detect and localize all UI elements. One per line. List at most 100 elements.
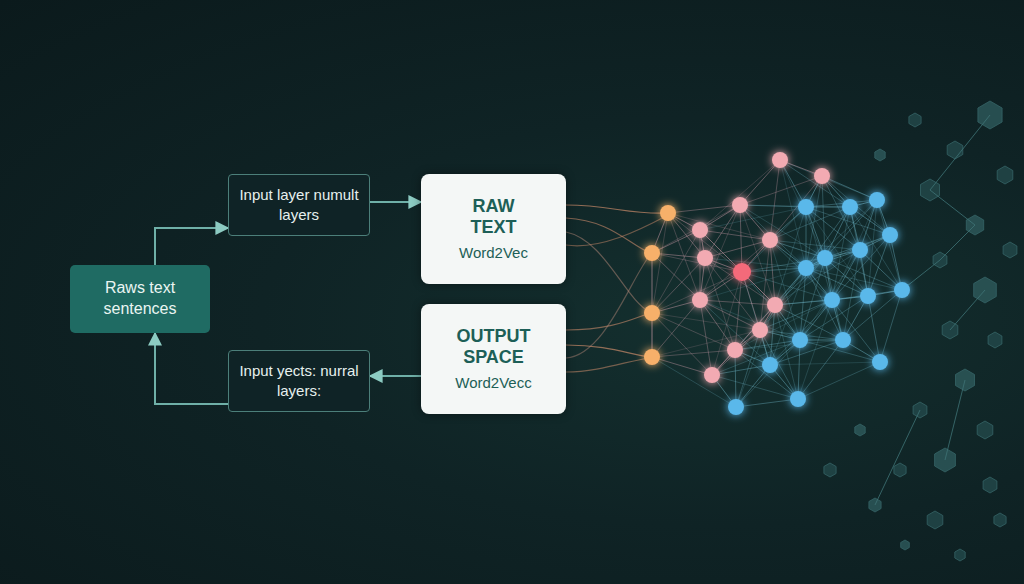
network-link bbox=[700, 230, 701, 300]
network-neuron bbox=[704, 367, 720, 383]
network-link bbox=[705, 240, 770, 258]
network-link bbox=[700, 300, 760, 330]
hexagon bbox=[994, 513, 1006, 527]
network-neuron bbox=[644, 305, 660, 321]
network-link bbox=[740, 205, 850, 207]
network-link bbox=[700, 207, 806, 230]
network-link bbox=[822, 176, 877, 200]
network-link bbox=[742, 268, 806, 272]
network-link bbox=[832, 200, 877, 300]
network-link bbox=[825, 200, 877, 258]
network-link bbox=[832, 250, 860, 300]
network-link bbox=[770, 268, 806, 365]
hexagon bbox=[894, 463, 906, 477]
network-link bbox=[780, 160, 806, 268]
network-neuron bbox=[835, 332, 851, 348]
hexagon bbox=[988, 332, 1002, 348]
network-link bbox=[860, 250, 902, 290]
node-label: Input yects: nurral layers: bbox=[239, 361, 359, 402]
feed-lines bbox=[566, 205, 668, 372]
flow-arrow bbox=[370, 201, 421, 203]
network-link bbox=[850, 207, 902, 290]
flow-arrow bbox=[370, 375, 421, 377]
network-neuron bbox=[697, 250, 713, 266]
network-neuron bbox=[882, 227, 898, 243]
hexagon-field bbox=[824, 101, 1017, 561]
network-neuron bbox=[660, 205, 676, 221]
network-neuron bbox=[824, 292, 840, 308]
network-neuron bbox=[692, 222, 708, 238]
network-neuron bbox=[798, 260, 814, 276]
network-neuron bbox=[728, 399, 744, 415]
network-link bbox=[832, 300, 880, 362]
hexagon-link bbox=[930, 115, 990, 190]
network-link bbox=[700, 300, 735, 350]
network-neuron bbox=[727, 342, 743, 358]
network-link bbox=[832, 235, 890, 300]
network-link bbox=[740, 205, 742, 272]
layer-box: Input yects: nurral layers: bbox=[228, 350, 370, 412]
hexagon-link bbox=[945, 380, 965, 460]
network-link bbox=[652, 272, 742, 313]
network-link bbox=[652, 300, 700, 357]
network-neuron bbox=[644, 245, 660, 261]
network-link bbox=[868, 296, 880, 362]
hexagon bbox=[955, 549, 965, 561]
network-link bbox=[712, 340, 800, 375]
node-label: RAW TEXT bbox=[451, 196, 537, 239]
network-link bbox=[822, 176, 890, 235]
network-link bbox=[700, 160, 780, 230]
network-link bbox=[770, 176, 822, 240]
node-sublabel: Word2Vecc bbox=[455, 373, 531, 393]
network-link bbox=[652, 357, 712, 375]
hexagon-link bbox=[930, 190, 975, 225]
network-link bbox=[652, 213, 668, 313]
node-label: Input layer numult layers bbox=[239, 185, 359, 226]
network-link bbox=[742, 272, 800, 340]
network-link bbox=[705, 258, 806, 268]
network-neuron bbox=[860, 288, 876, 304]
network-link bbox=[652, 253, 700, 300]
network-link bbox=[770, 240, 860, 250]
network-neuron bbox=[772, 152, 788, 168]
layer-box: Input layer numult layers bbox=[228, 174, 370, 236]
network-neuron bbox=[869, 192, 885, 208]
network-neuron bbox=[852, 242, 868, 258]
model-box: RAW TEXTWord2Vec bbox=[421, 174, 566, 284]
network-link bbox=[806, 207, 832, 300]
network-link bbox=[735, 350, 736, 407]
hexagon bbox=[1003, 242, 1017, 258]
hexagon bbox=[977, 421, 993, 439]
node-label: OUTPUT SPACE bbox=[451, 326, 537, 369]
hexagon bbox=[983, 477, 997, 493]
network-link bbox=[760, 240, 770, 330]
model-box: OUTPUT SPACE Word2Vecc bbox=[421, 304, 566, 414]
hexagon bbox=[909, 113, 921, 127]
network-neuron bbox=[792, 332, 808, 348]
network-link bbox=[798, 340, 800, 399]
network-link bbox=[800, 268, 806, 340]
network-link bbox=[700, 240, 770, 300]
network-link bbox=[700, 300, 712, 375]
network-neuron bbox=[872, 354, 888, 370]
hexagon bbox=[855, 424, 865, 436]
network-link bbox=[742, 207, 806, 272]
network-link bbox=[652, 330, 760, 357]
network-link bbox=[760, 258, 825, 330]
hexagon bbox=[947, 141, 963, 159]
network-link bbox=[652, 205, 740, 253]
network-neuron bbox=[732, 197, 748, 213]
network-link bbox=[770, 160, 780, 240]
network-link bbox=[700, 300, 770, 365]
network-neuron bbox=[644, 349, 660, 365]
network-neuron bbox=[752, 322, 768, 338]
network-neuron bbox=[842, 199, 858, 215]
network-neuron bbox=[692, 292, 708, 308]
network-neuron bbox=[767, 297, 783, 313]
hexagon bbox=[875, 149, 885, 161]
flow-arrow bbox=[155, 228, 228, 265]
hexagon bbox=[997, 166, 1013, 184]
network-nodes bbox=[644, 152, 910, 415]
network-link bbox=[736, 330, 760, 407]
node-label: Raws text sentences bbox=[80, 278, 200, 320]
